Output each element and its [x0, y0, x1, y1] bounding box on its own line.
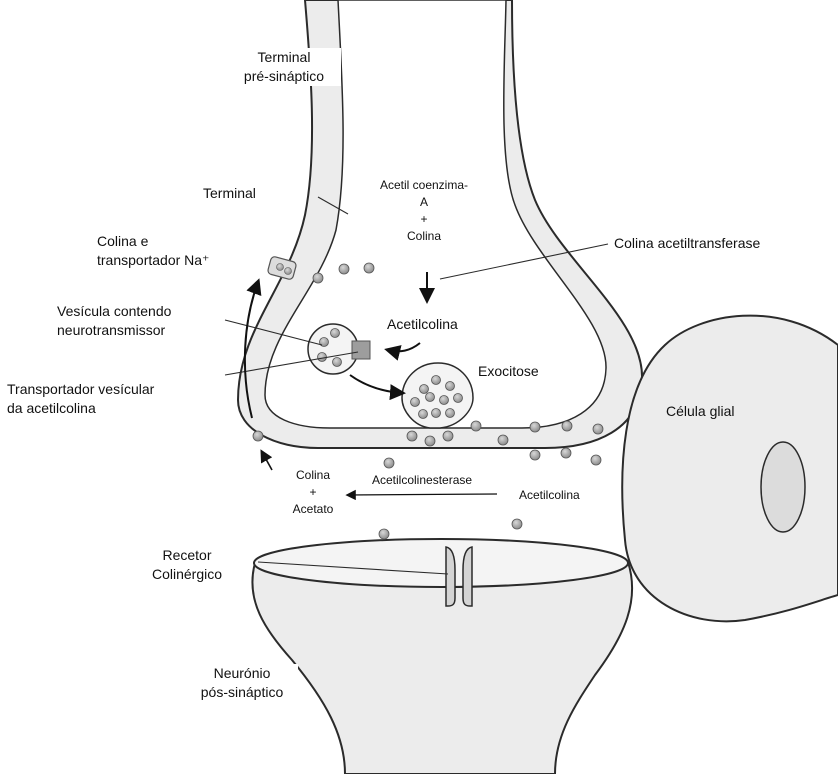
glial-nucleus	[761, 442, 805, 532]
vesicle-line2: neurotransmissor	[57, 321, 171, 340]
acetylcholine-cleft-label: Acetilcolina	[519, 487, 580, 504]
exocytosis-vesicle	[402, 363, 473, 428]
vesicular-transporter-label: Transportador vesícular da acetilcolina	[7, 380, 154, 418]
receptor-line1: Recetor	[132, 546, 242, 565]
vesicular-transporter-line2: da acetilcolina	[7, 399, 154, 418]
acetyl-coa-line3: +	[364, 211, 484, 228]
presynaptic-terminal-label: Terminal pré-sináptico	[227, 48, 341, 86]
vesicle-label: Vesícula contendo neurotransmissor	[57, 302, 171, 340]
presynaptic-terminal-line1: Terminal	[227, 48, 341, 67]
vesicle-line1: Vesícula contendo	[57, 302, 171, 321]
glial-cell-label: Célula glial	[666, 402, 734, 421]
glial-cell	[622, 316, 838, 622]
acetyl-coa-choline-label: Acetil coenzima- A + Colina	[364, 177, 484, 245]
postsynaptic-neuron-label: Neurónio pós-sináptico	[186, 664, 298, 702]
postsynaptic-neuron	[252, 539, 632, 774]
choline-acetate-line3: Acetato	[283, 501, 343, 518]
hydrolysis-arrow	[348, 494, 497, 495]
choline-transporter-line2: transportador Na⁺	[97, 251, 209, 270]
receptor-label: Recetor Colinérgico	[132, 546, 242, 584]
choline-acetate-line2: +	[283, 484, 343, 501]
exocytosis-label: Exocitose	[478, 362, 539, 381]
vesicle	[308, 324, 358, 374]
choline-transporter-line1: Colina e	[97, 232, 209, 251]
acetyl-coa-line2: A	[364, 194, 484, 211]
receptor-line2: Colinérgico	[132, 565, 242, 584]
postsynaptic-neuron-line1: Neurónio	[186, 664, 298, 683]
postsynaptic-neuron-line2: pós-sináptico	[186, 683, 298, 702]
acetylcholinesterase-label: Acetilcolinesterase	[372, 472, 472, 489]
terminal-label: Terminal	[203, 184, 256, 203]
acetyl-coa-line4: Colina	[364, 228, 484, 245]
choline-acetyltransferase-label: Colina acetiltransferase	[614, 234, 760, 253]
choline-acetate-label: Colina + Acetato	[283, 467, 343, 518]
acetylcholine-inside-label: Acetilcolina	[387, 315, 458, 334]
presynaptic-terminal-line2: pré-sináptico	[227, 67, 341, 86]
choline-acetate-line1: Colina	[283, 467, 343, 484]
acetyl-coa-line1: Acetil coenzima-	[364, 177, 484, 194]
choline-transporter-label: Colina e transportador Na⁺	[97, 232, 209, 270]
vesicular-transporter-line1: Transportador vesícular	[7, 380, 154, 399]
vesicular-transporter	[352, 341, 370, 359]
